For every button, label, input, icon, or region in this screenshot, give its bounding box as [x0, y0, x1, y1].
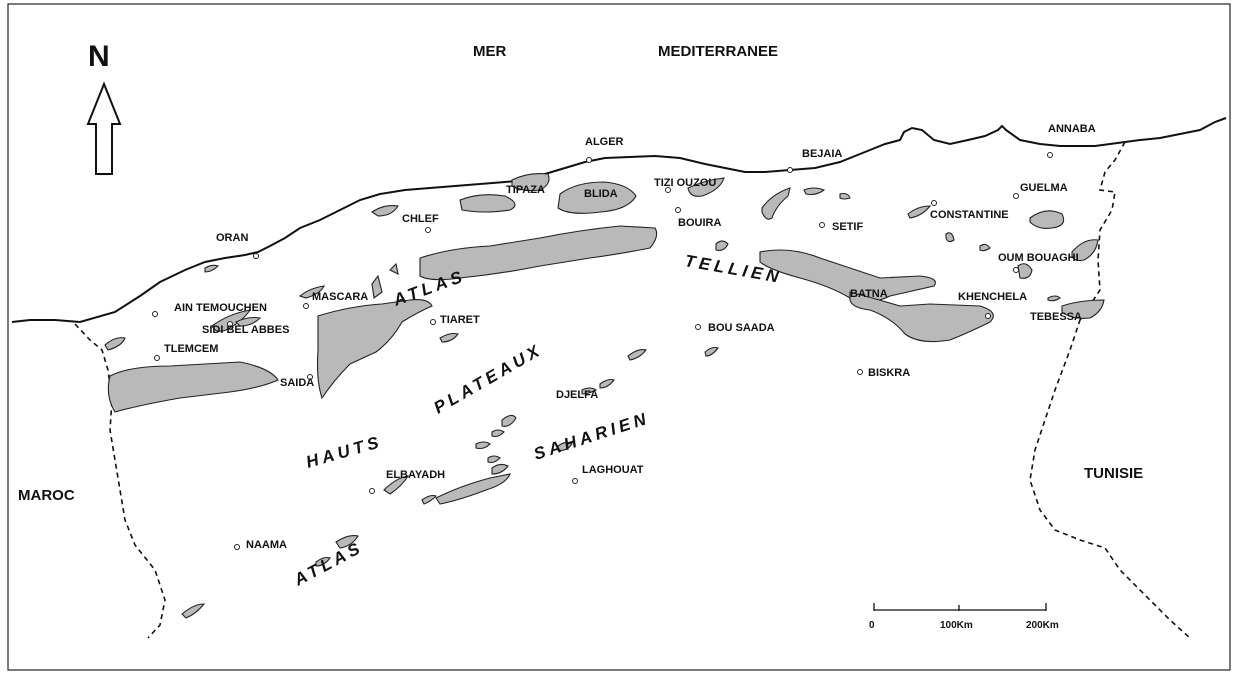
forest-areas [104, 173, 1105, 413]
region-label-atlas-saharien-2: SAHARIEN [531, 408, 652, 463]
city-label: ANNABA [1048, 123, 1096, 135]
city-label: BLIDA [584, 188, 618, 200]
city-label: TLEMCEM [164, 343, 218, 355]
city-label: GUELMA [1020, 182, 1068, 194]
city-label: AIN TEMOUCHEN [174, 302, 267, 314]
sea-label-mediterranee: MEDITERRANEE [658, 43, 778, 60]
scale-tick-200: 200Km [1026, 620, 1059, 631]
forest-areas-saharien [181, 346, 719, 619]
country-label-tunisie: TUNISIE [1084, 465, 1143, 482]
city-label: TIPAZA [506, 184, 545, 196]
coastline [11, 117, 1227, 324]
city-label: BOUIRA [678, 217, 721, 229]
sea-label-mer: MER [473, 43, 507, 60]
region-label-hauts-plateaux-1: HAUTS [304, 432, 385, 472]
scale-tick-100: 100Km [940, 620, 973, 631]
region-label-atlas-saharien-1: ATLAS [290, 537, 366, 590]
city-label: CHLEF [402, 213, 439, 225]
city-label: BOU SAADA [708, 322, 775, 334]
city-label: DJELFA [556, 389, 598, 401]
city-label: SIDI BEL ABBES [202, 324, 289, 336]
scale-tick-0: 0 [869, 620, 875, 631]
city-label: BEJAIA [802, 148, 842, 160]
map-frame [7, 3, 1231, 671]
region-label-hauts-plateaux-2: PLATEAUX [431, 340, 546, 418]
border-tunisia [1029, 141, 1191, 639]
city-label: SETIF [832, 221, 863, 233]
city-label: TIARET [440, 314, 480, 326]
city-label: ELBAYADH [386, 469, 445, 481]
city-label: ORAN [216, 232, 248, 244]
scale-bar: 0 100Km 200Km [869, 603, 1059, 631]
border-morocco [74, 323, 166, 639]
city-label: NAAMA [246, 539, 287, 551]
city-label: ALGER [585, 136, 624, 148]
city-label: TIZI OUZOU [654, 177, 716, 189]
city-label: TEBESSA [1030, 311, 1082, 323]
city-label: BATNA [850, 288, 888, 300]
city-label: BISKRA [868, 367, 910, 379]
north-label: N [88, 40, 110, 73]
city-label: KHENCHELA [958, 291, 1027, 303]
city-label: OUM BOUAGHI [998, 252, 1079, 264]
city-markers [152, 152, 1053, 550]
city-label: CONSTANTINE [930, 209, 1009, 221]
north-arrow-icon [86, 81, 122, 175]
country-label-maroc: MAROC [18, 487, 75, 504]
city-labels: ORAN ALGER TIPAZA BLIDA CHLEF TIZI OUZOU… [164, 123, 1096, 551]
city-label: LAGHOUAT [582, 464, 644, 476]
city-label: SAIDA [280, 377, 314, 389]
city-label: MASCARA [312, 291, 368, 303]
